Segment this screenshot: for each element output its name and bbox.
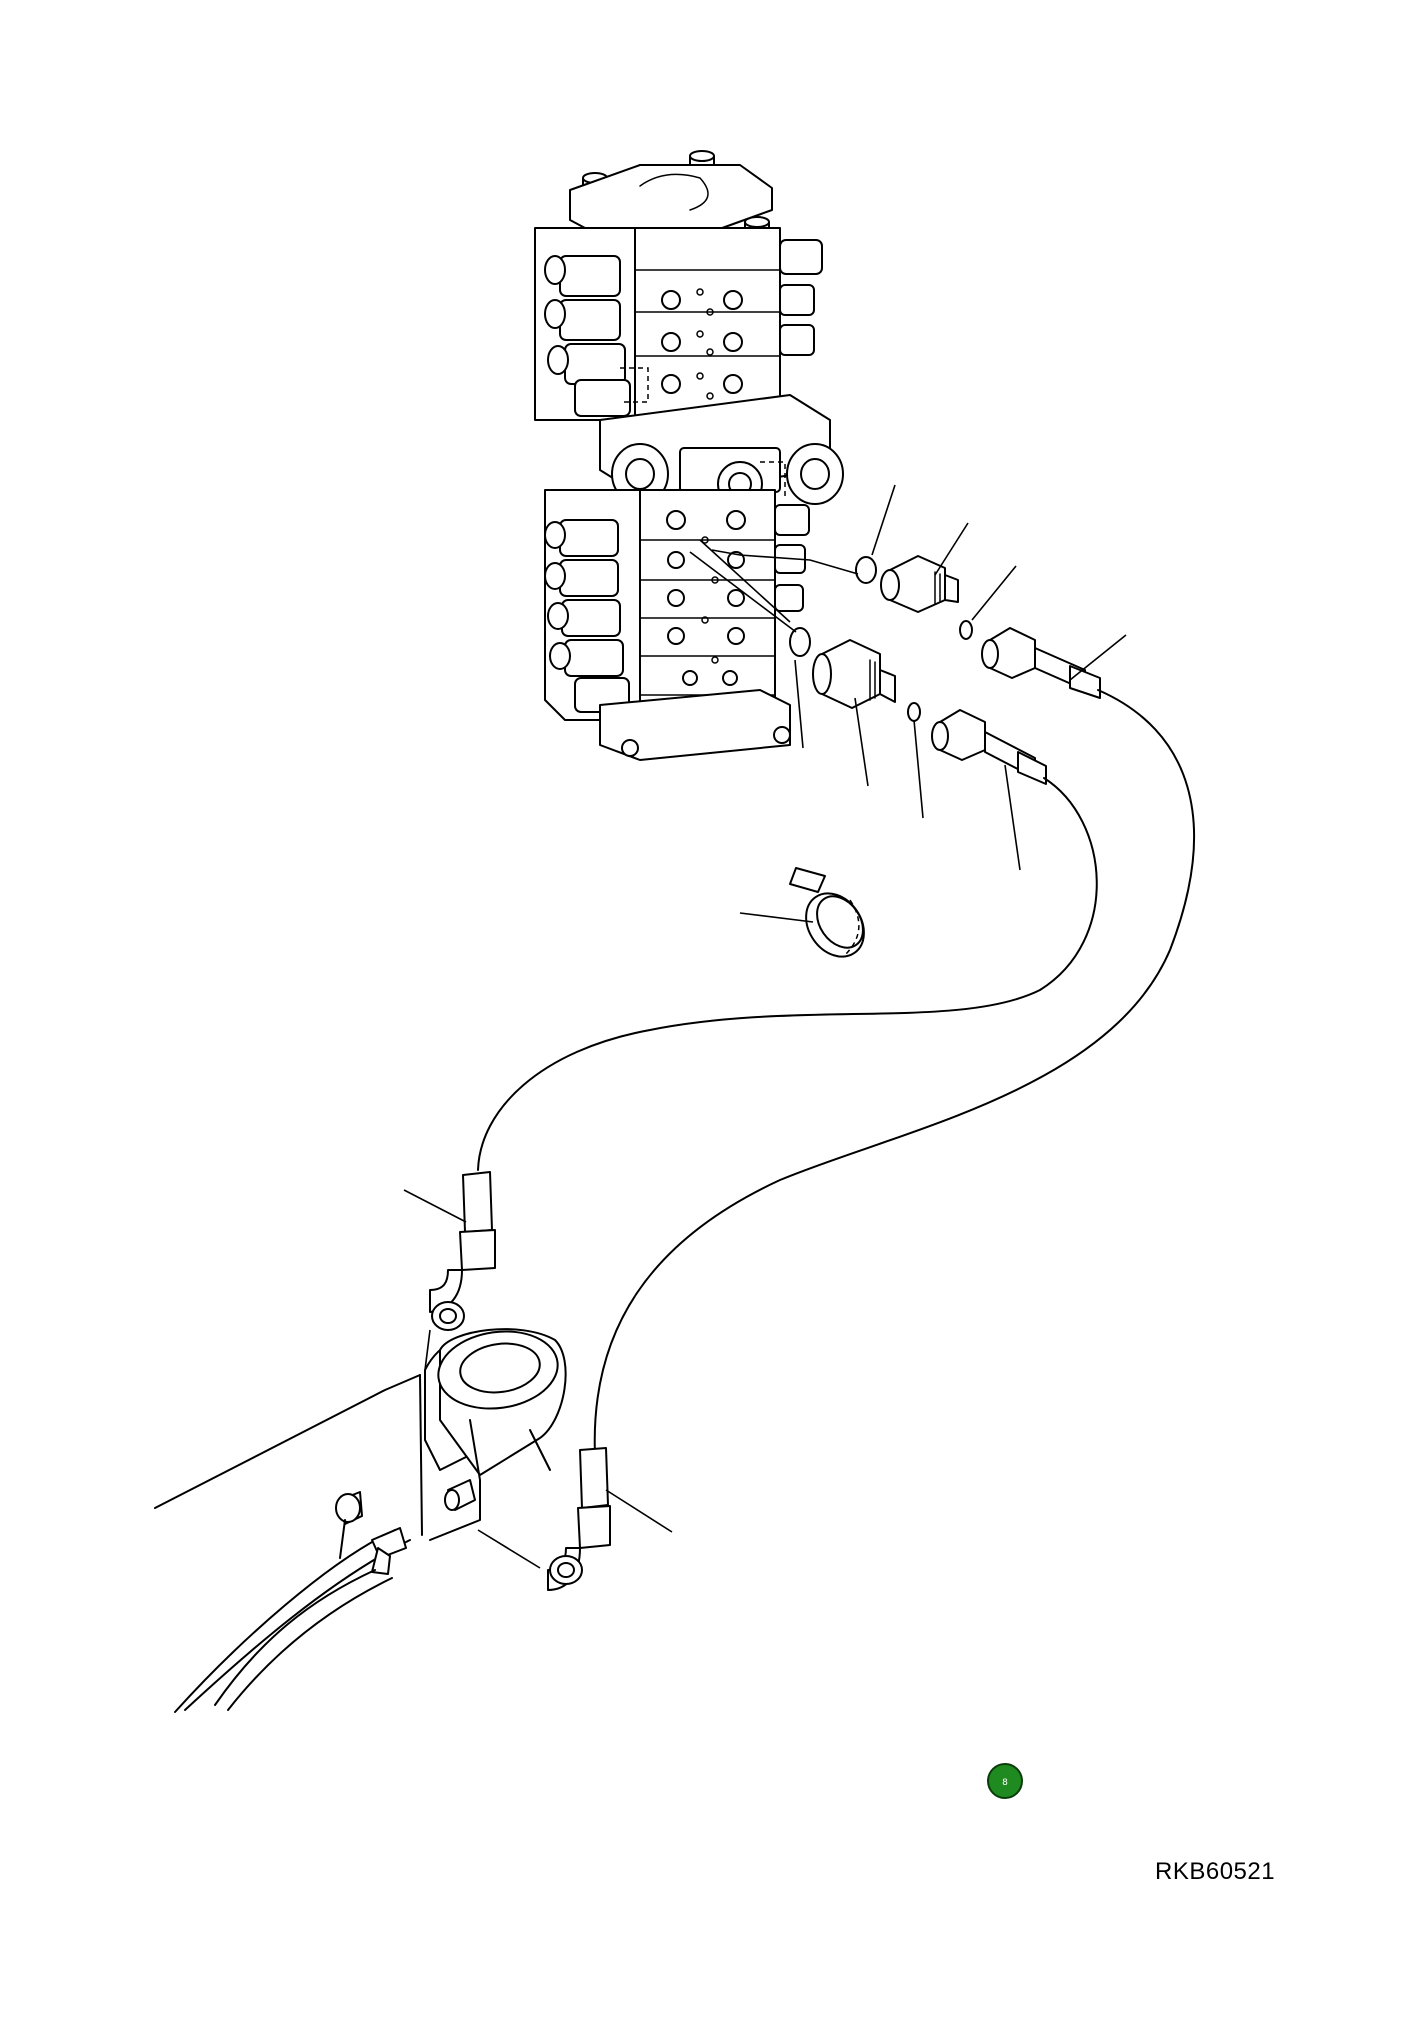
drawing-reference-code: RKB60521 [1155,1858,1276,1885]
leader-hose-fitting-upper [1069,634,1127,681]
o-ring-upper-small [959,620,973,640]
leader-o-ring-upper [871,484,896,556]
hose-lower [477,777,1098,1171]
connection-lines [689,539,859,633]
hose-fitting-lower [931,709,1047,785]
upper-fitting-row [855,555,1101,699]
adapter-lower [812,639,896,709]
elbow-fitting-left [424,1171,496,1371]
control-valve-assembly [534,150,844,761]
leader-o-ring-upper-small [971,565,1017,621]
o-ring-upper-large [855,556,877,584]
leader-hose-clamp [739,912,814,923]
hose-clamp [789,867,865,958]
leader-adapter-upper [934,522,969,576]
hose-fitting-upper [981,627,1101,699]
hoses [477,689,1196,1456]
leader-hose-fitting-lower [1004,764,1021,871]
leader-o-ring-lower-small [913,719,924,819]
leader-o-ring-lower [794,659,804,749]
page-badge: 8 [987,1763,1023,1799]
grease-fittings [335,1479,476,1575]
leader-elbow-left [403,1189,467,1223]
leader-elbow-right [605,1489,673,1533]
leader-adapter-lower [854,697,869,787]
boom-cylinder [154,1328,567,1713]
lower-ports [666,510,746,686]
callout-leaders [403,484,1127,1533]
lower-fitting-row [789,627,1047,785]
adapter-upper [880,555,959,613]
o-ring-lower-small [907,702,921,722]
o-ring-lower-large [789,627,811,657]
hose-upper [593,689,1196,1456]
elbow-fitting-right [477,1447,611,1591]
upper-ports [661,288,743,400]
